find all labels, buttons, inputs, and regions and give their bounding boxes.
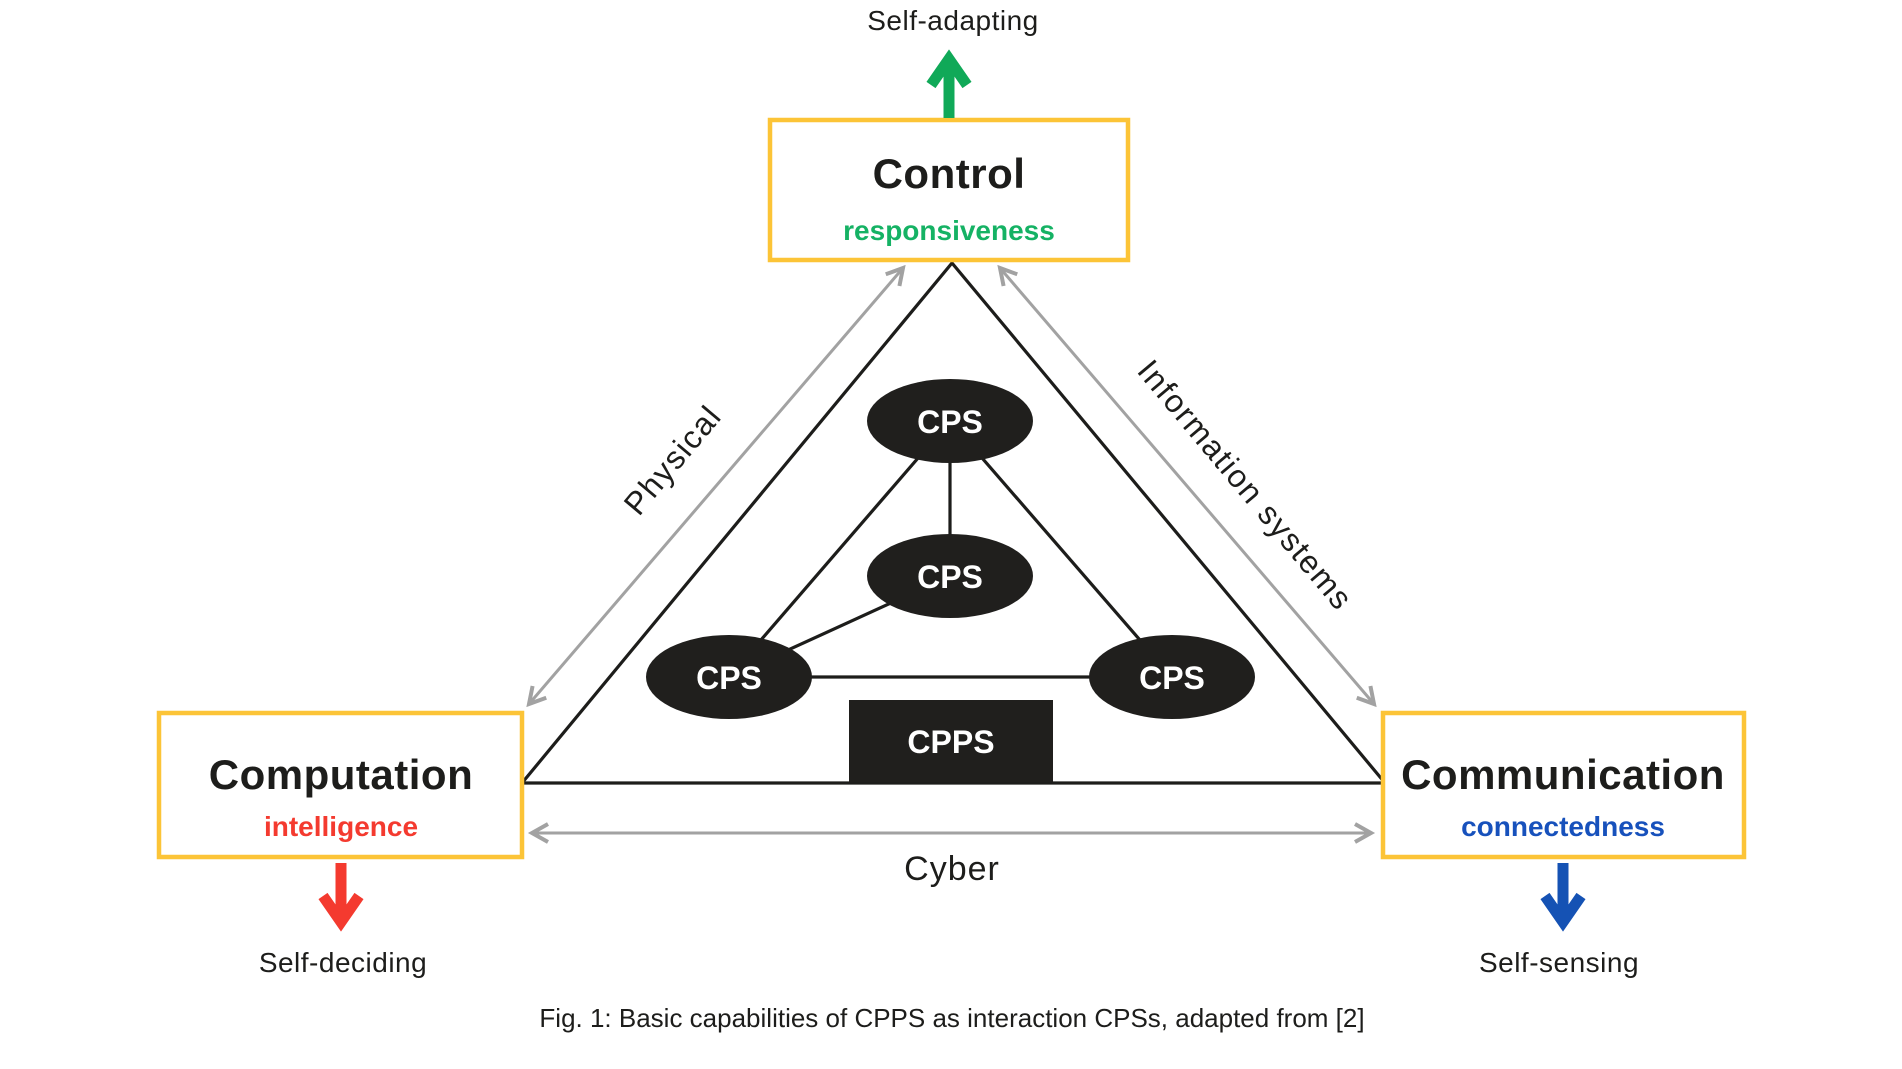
communication-box: Communication connectedness	[1380, 710, 1747, 860]
link-top-left	[727, 419, 952, 679]
cps-ellipse	[867, 379, 1033, 463]
information-systems-axis-arrow	[997, 264, 1377, 708]
cps-label: CPS	[1139, 660, 1205, 696]
node-cps-top: CPS	[867, 379, 1033, 463]
blue-arrow-head	[1540, 892, 1586, 932]
triangle-outline	[518, 260, 1389, 785]
computation-title: Computation	[209, 751, 473, 798]
control-box: Control responsiveness	[767, 117, 1131, 263]
self-adapting-label: Self-adapting	[867, 5, 1039, 36]
communication-title: Communication	[1401, 751, 1725, 798]
self-deciding-label: Self-deciding	[259, 947, 427, 978]
cps-label: CPS	[917, 404, 983, 440]
axis-label-information-systems: Information systems	[1130, 353, 1360, 617]
axis-label-physical: Physical	[617, 398, 729, 522]
self-sensing-label: Self-sensing	[1479, 947, 1639, 978]
figure-caption: Fig. 1: Basic capabilities of CPPS as in…	[539, 1003, 1364, 1033]
cps-label: CPS	[917, 559, 983, 595]
computation-box: Computation intelligence	[156, 710, 525, 860]
link-top-right	[948, 419, 1174, 679]
communication-trait: connectedness	[1461, 811, 1665, 842]
computation-box-frame	[156, 710, 525, 860]
red-arrow-head	[318, 892, 364, 932]
control-title: Control	[873, 150, 1026, 197]
blue-down-arrow	[1540, 863, 1586, 932]
communication-box-frame	[1380, 710, 1747, 860]
control-box-frame	[767, 117, 1131, 263]
cps-label: CPS	[696, 660, 762, 696]
cpps-rect	[849, 700, 1053, 782]
red-down-arrow	[318, 863, 364, 932]
node-cps-left: CPS	[646, 635, 812, 719]
node-cps-right: CPS	[1089, 635, 1255, 719]
cps-ellipse	[1089, 635, 1255, 719]
control-trait: responsiveness	[843, 215, 1055, 246]
node-cpps: CPPS	[849, 700, 1053, 782]
green-arrow-head	[926, 49, 972, 89]
axis-label-cyber: Cyber	[904, 850, 1000, 888]
cpps-label: CPPS	[907, 724, 994, 760]
physical-axis-arrow	[526, 264, 906, 708]
node-cps-middle: CPS	[867, 534, 1033, 618]
green-up-arrow	[926, 49, 972, 118]
cps-ellipse	[646, 635, 812, 719]
computation-trait: intelligence	[264, 811, 418, 842]
cps-ellipse	[867, 534, 1033, 618]
